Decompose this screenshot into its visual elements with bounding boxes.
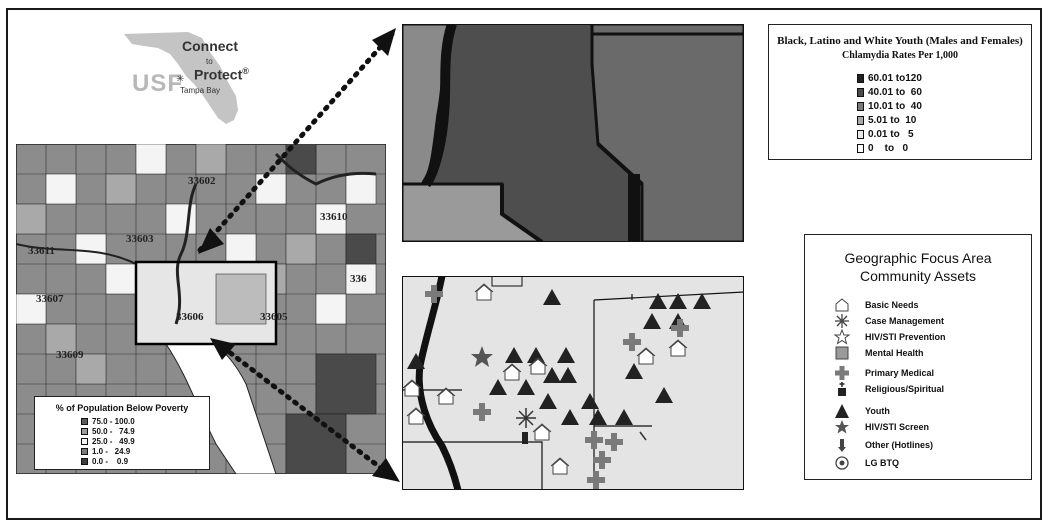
cross-icon [833, 365, 851, 381]
chlamydia-legend-row: 40.01 to 60 [857, 85, 922, 99]
logo-registered-mark: ® [242, 66, 249, 76]
connect-to-protect-logo: Connect to Protect® USF ✳ Tampa Bay [118, 24, 258, 134]
assets-legend-row: Religious/Spiritual [833, 381, 944, 397]
asset-label: Youth [865, 406, 890, 416]
poverty-legend-row: 0.0 - 0.9 [81, 456, 128, 466]
chlamydia-legend-row: 0.01 to 5 [857, 127, 914, 141]
asset-label: Basic Needs [865, 300, 919, 310]
zip-label-8: 33609 [56, 349, 84, 361]
chlamydia-zoom-map [402, 24, 744, 242]
chlamydia-range: 0.01 to 5 [868, 128, 914, 140]
assets-legend-title-1: Geographic Focus Area [844, 250, 992, 266]
chlamydia-legend-row: 10.01 to 40 [857, 99, 922, 113]
zip-label-9: 336 [350, 273, 367, 285]
poverty-legend: % of Population Below Poverty 75.0 - 100… [34, 396, 210, 470]
zip-label-6: 33607 [36, 293, 64, 305]
logo-connect: Connect [182, 38, 238, 54]
chlamydia-legend-subtitle: Chlamydia Rates Per 1,000 [842, 50, 958, 61]
zip-label-4: 33603 [126, 233, 154, 245]
poverty-legend-row: 25.0 - 49.9 [81, 436, 135, 446]
chlamydia-swatch [857, 101, 864, 111]
chlamydia-swatch [857, 115, 864, 125]
zip-label-3: 33611 [28, 245, 55, 257]
florida-silhouette-icon [124, 32, 238, 124]
logo-usf: USF [132, 70, 183, 97]
poverty-range: 75.0 - 100.0 [92, 416, 135, 426]
chlamydia-swatch [857, 129, 864, 139]
house-icon [833, 297, 851, 313]
chlamydia-range: 10.01 to 40 [868, 100, 922, 112]
asset-label: Case Management [865, 316, 945, 326]
assets-legend-row: Primary Medical [833, 365, 934, 381]
circle-dot-icon [833, 455, 851, 471]
chlamydia-legend: Black, Latino and White Youth (Males and… [768, 24, 1032, 160]
square-icon [833, 345, 851, 361]
zip-label-5: 33605 [260, 311, 288, 323]
logo-star-icon: ✳ [176, 74, 185, 85]
triangle-icon [833, 403, 851, 419]
star-filled-icon [833, 419, 851, 435]
church-icon [833, 381, 851, 397]
asset-label: HIV/STI Screen [865, 422, 930, 432]
assets-legend-row: LG BTQ [833, 455, 899, 471]
assets-legend-title-2: Community Assets [860, 268, 976, 284]
chlamydia-legend-row: 5.01 to 10 [857, 113, 916, 127]
zip-label-2: 33610 [320, 211, 348, 223]
poverty-swatch [81, 437, 88, 445]
logo-protect-text: Protect [194, 66, 243, 83]
main-poverty-map: 33602 33610 33611 33603 33605 33607 3360… [16, 144, 386, 474]
asset-label: HIV/STI Prevention [865, 332, 946, 342]
poverty-swatch [81, 427, 88, 435]
poverty-range: 50.0 - 74.9 [92, 426, 135, 436]
zip-label-7: 33606 [176, 311, 204, 323]
poverty-legend-row: 1.0 - 24.9 [81, 446, 130, 456]
assets-legend-row: Basic Needs [833, 297, 919, 313]
chlamydia-range: 0 to 0 [868, 142, 909, 154]
assets-legend-row: Youth [833, 403, 890, 419]
asterisk-icon [833, 313, 851, 329]
chlamydia-legend-row: 0 to 0 [857, 141, 908, 155]
poverty-legend-row: 75.0 - 100.0 [81, 416, 135, 426]
asset-label: Primary Medical [865, 368, 935, 378]
chlamydia-swatch [857, 143, 864, 153]
assets-zoom-map [402, 276, 744, 490]
assets-legend-row: HIV/STI Screen [833, 419, 929, 435]
chlamydia-range: 5.01 to 10 [868, 114, 917, 126]
assets-legend: Geographic Focus Area Community Assets B… [804, 234, 1032, 480]
poverty-legend-row: 50.0 - 74.9 [81, 426, 135, 436]
logo-to: to [206, 57, 213, 66]
zip-label-1: 33602 [188, 175, 216, 187]
poverty-range: 0.0 - 0.9 [92, 456, 129, 466]
chlamydia-range: 60.01 to120 [868, 72, 922, 84]
poverty-swatch [81, 457, 88, 465]
chlamydia-legend-title: Black, Latino and White Youth (Males and… [777, 35, 1023, 47]
asset-label: LG BTQ [865, 458, 899, 468]
assets-legend-row: Other (Hotlines) [833, 437, 933, 453]
assets-legend-row: Case Management [833, 313, 944, 329]
assets-legend-row: HIV/STI Prevention [833, 329, 946, 345]
poverty-swatch [81, 417, 88, 425]
poverty-range: 1.0 - 24.9 [92, 446, 131, 456]
poverty-range: 25.0 - 49.9 [92, 436, 135, 446]
logo-protect: Protect® [194, 66, 249, 83]
chlamydia-swatch [857, 73, 864, 83]
chlamydia-swatch [857, 87, 864, 97]
poverty-legend-title: % of Population Below Poverty [55, 403, 189, 413]
assets-legend-row: Mental Health [833, 345, 924, 361]
asset-label: Mental Health [865, 348, 924, 358]
asset-label: Religious/Spiritual [865, 384, 945, 394]
chlamydia-range: 40.01 to 60 [868, 86, 922, 98]
chlamydia-legend-row: 60.01 to120 [857, 71, 922, 85]
poverty-swatch [81, 447, 88, 455]
star-outline-icon [833, 329, 851, 345]
logo-city: Tampa Bay [180, 86, 221, 95]
pin-icon [833, 437, 851, 453]
asset-label: Other (Hotlines) [865, 440, 934, 450]
